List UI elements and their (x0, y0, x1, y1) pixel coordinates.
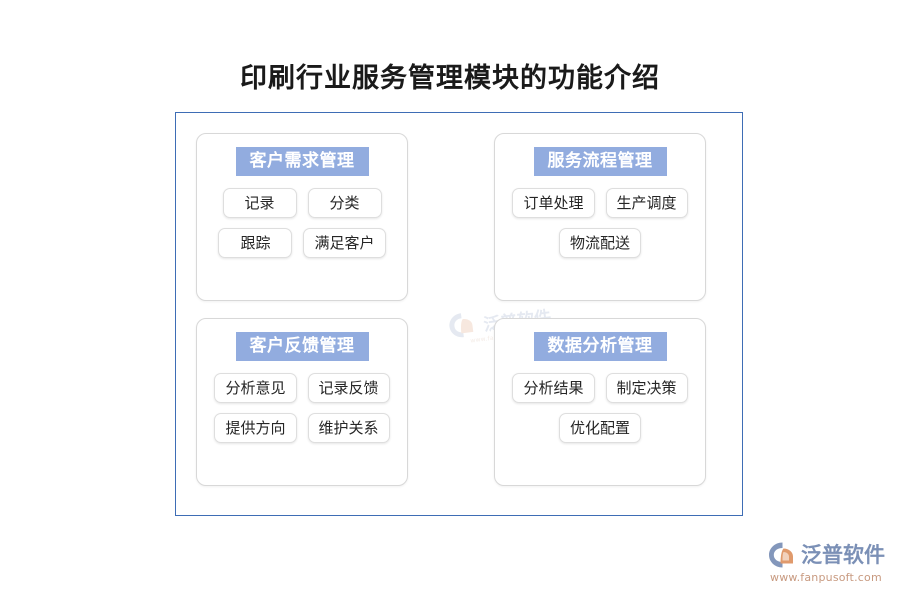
card-title: 客户需求管理 (235, 147, 369, 176)
feature-tag[interactable]: 记录 (222, 188, 297, 218)
feature-tag[interactable]: 订单处理 (512, 188, 595, 218)
tag-row: 跟踪 满足客户 (218, 228, 386, 258)
feature-tag[interactable]: 生产调度 (605, 188, 688, 218)
page-title: 印刷行业服务管理模块的功能介绍 (240, 63, 660, 94)
module-card-customer-demand[interactable]: 客户需求管理 记录 分类 跟踪 满足客户 (196, 133, 408, 301)
brand-name: 泛普软件 (801, 543, 885, 567)
card-tag-rows: 订单处理 生产调度 物流配送 (495, 188, 705, 258)
content-frame: 泛普软件 www.fanpusoft.com 客户需求管理 记录 分类 跟踪 满… (175, 112, 743, 516)
card-tag-rows: 记录 分类 跟踪 满足客户 (197, 188, 407, 258)
feature-tag[interactable]: 满足客户 (303, 228, 386, 258)
feature-tag[interactable]: 物流配送 (558, 228, 641, 258)
card-title: 服务流程管理 (533, 147, 667, 176)
feature-tag[interactable]: 优化配置 (558, 413, 641, 443)
feature-tag[interactable]: 分类 (307, 188, 382, 218)
card-title: 数据分析管理 (533, 332, 667, 361)
card-tag-rows: 分析意见 记录反馈 提供方向 维护关系 (197, 373, 407, 443)
card-grid: 客户需求管理 记录 分类 跟踪 满足客户 服务流程管理 (176, 113, 742, 515)
fanpu-swoosh-logo-icon (769, 542, 793, 568)
module-card-service-process[interactable]: 服务流程管理 订单处理 生产调度 物流配送 (494, 133, 706, 301)
tag-row: 记录 分类 (222, 188, 382, 218)
feature-tag[interactable]: 提供方向 (214, 413, 297, 443)
card-title: 客户反馈管理 (235, 332, 369, 361)
feature-tag[interactable]: 跟踪 (218, 228, 293, 258)
tag-row: 提供方向 维护关系 (214, 413, 390, 443)
module-card-customer-feedback[interactable]: 客户反馈管理 分析意见 记录反馈 提供方向 维护关系 (196, 318, 408, 486)
feature-tag[interactable]: 制定决策 (605, 373, 688, 403)
tag-row: 优化配置 (558, 413, 641, 443)
card-tag-rows: 分析结果 制定决策 优化配置 (495, 373, 705, 443)
brand-logo: 泛普软件 www.fanpusoft.com (768, 540, 890, 588)
module-card-data-analysis[interactable]: 数据分析管理 分析结果 制定决策 优化配置 (494, 318, 706, 486)
feature-tag[interactable]: 记录反馈 (307, 373, 390, 403)
feature-tag[interactable]: 分析意见 (214, 373, 297, 403)
tag-row: 订单处理 生产调度 (512, 188, 688, 218)
tag-row: 分析结果 制定决策 (512, 373, 688, 403)
feature-tag[interactable]: 分析结果 (512, 373, 595, 403)
brand-url: www.fanpusoft.com (770, 571, 882, 584)
tag-row: 物流配送 (558, 228, 641, 258)
tag-row: 分析意见 记录反馈 (214, 373, 390, 403)
feature-tag[interactable]: 维护关系 (307, 413, 390, 443)
